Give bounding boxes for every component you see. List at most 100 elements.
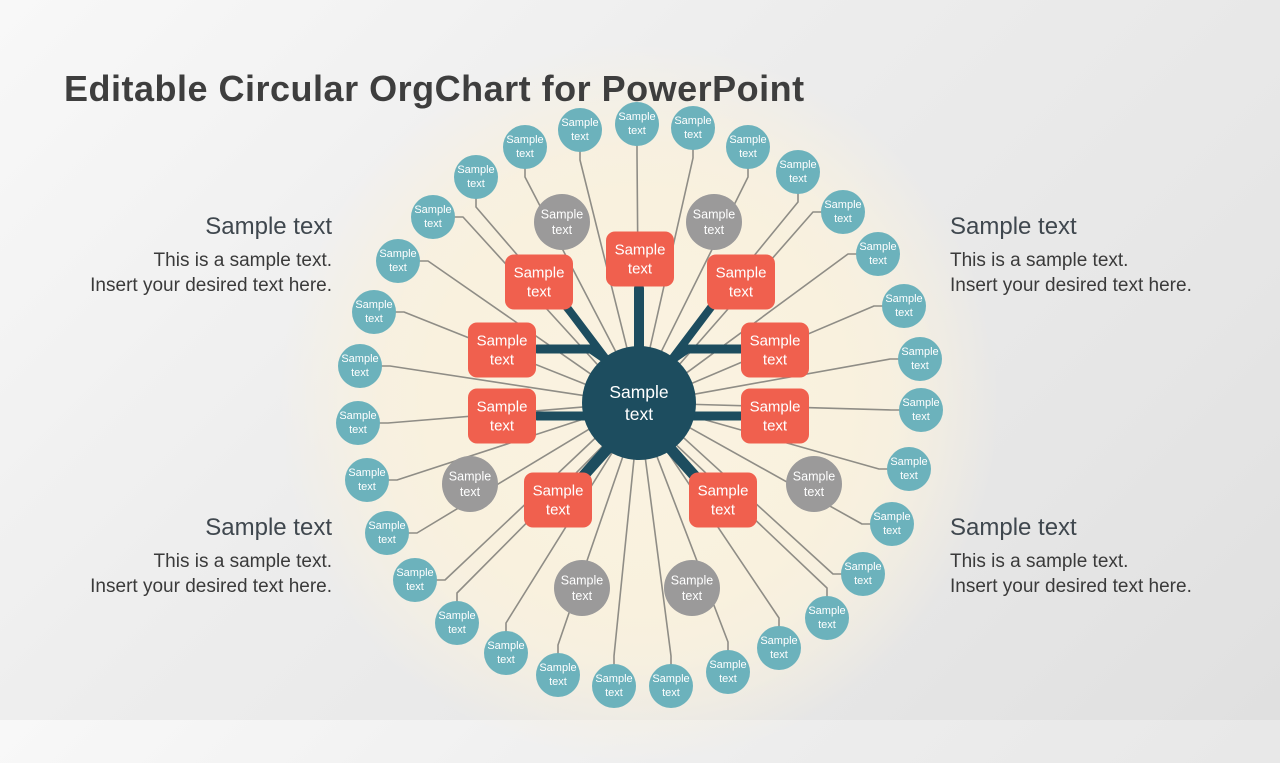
text-block-line1: This is a sample text. (153, 551, 332, 572)
teal-circle (821, 190, 865, 234)
slide-title: Editable Circular OrgChart for PowerPoin… (64, 68, 805, 110)
text-block-top-left: Sample text This is a sample text. Inser… (50, 213, 332, 298)
branch-rect (741, 322, 809, 378)
teal-circle (882, 284, 926, 328)
text-block-line1: This is a sample text. (153, 250, 332, 271)
thin-connector (524, 147, 620, 358)
teal-circle (805, 596, 849, 640)
teal-circle (411, 195, 455, 239)
gray-circle (686, 194, 742, 250)
teal-circle (899, 388, 943, 432)
text-block-line1: This is a sample text. (950, 250, 1129, 271)
branch-rect (606, 231, 674, 287)
teal-circle (887, 447, 931, 491)
center-circle (582, 346, 696, 460)
text-block-top-right: Sample text This is a sample text. Inser… (950, 213, 1232, 298)
text-block-line2: Insert your desired text here. (90, 275, 332, 296)
branch-rect (689, 472, 757, 528)
gray-circle (442, 456, 498, 512)
gray-circle (554, 560, 610, 616)
teal-circle (454, 155, 498, 199)
teal-circle (706, 650, 750, 694)
branch-rect (468, 322, 536, 378)
teal-circle (365, 511, 409, 555)
gray-circle (664, 560, 720, 616)
text-block-heading: Sample text (205, 514, 332, 541)
teal-circle (345, 458, 389, 502)
teal-circle (856, 232, 900, 276)
text-block-bottom-right: Sample text This is a sample text. Inser… (950, 514, 1232, 599)
text-block-heading: Sample text (205, 213, 332, 240)
branch-rect (741, 388, 809, 444)
teal-circle (671, 106, 715, 150)
thin-connector (643, 453, 672, 686)
teal-circle (726, 125, 770, 169)
text-block-line2: Insert your desired text here. (950, 576, 1192, 597)
teal-circle (615, 102, 659, 146)
teal-circle (536, 653, 580, 697)
branch-rect (524, 472, 592, 528)
teal-circle (757, 626, 801, 670)
teal-circle (338, 344, 382, 388)
gray-circle (534, 194, 590, 250)
text-block-bottom-left: Sample text This is a sample text. Inser… (50, 514, 332, 599)
teal-circle (376, 239, 420, 283)
teal-circle (503, 125, 547, 169)
